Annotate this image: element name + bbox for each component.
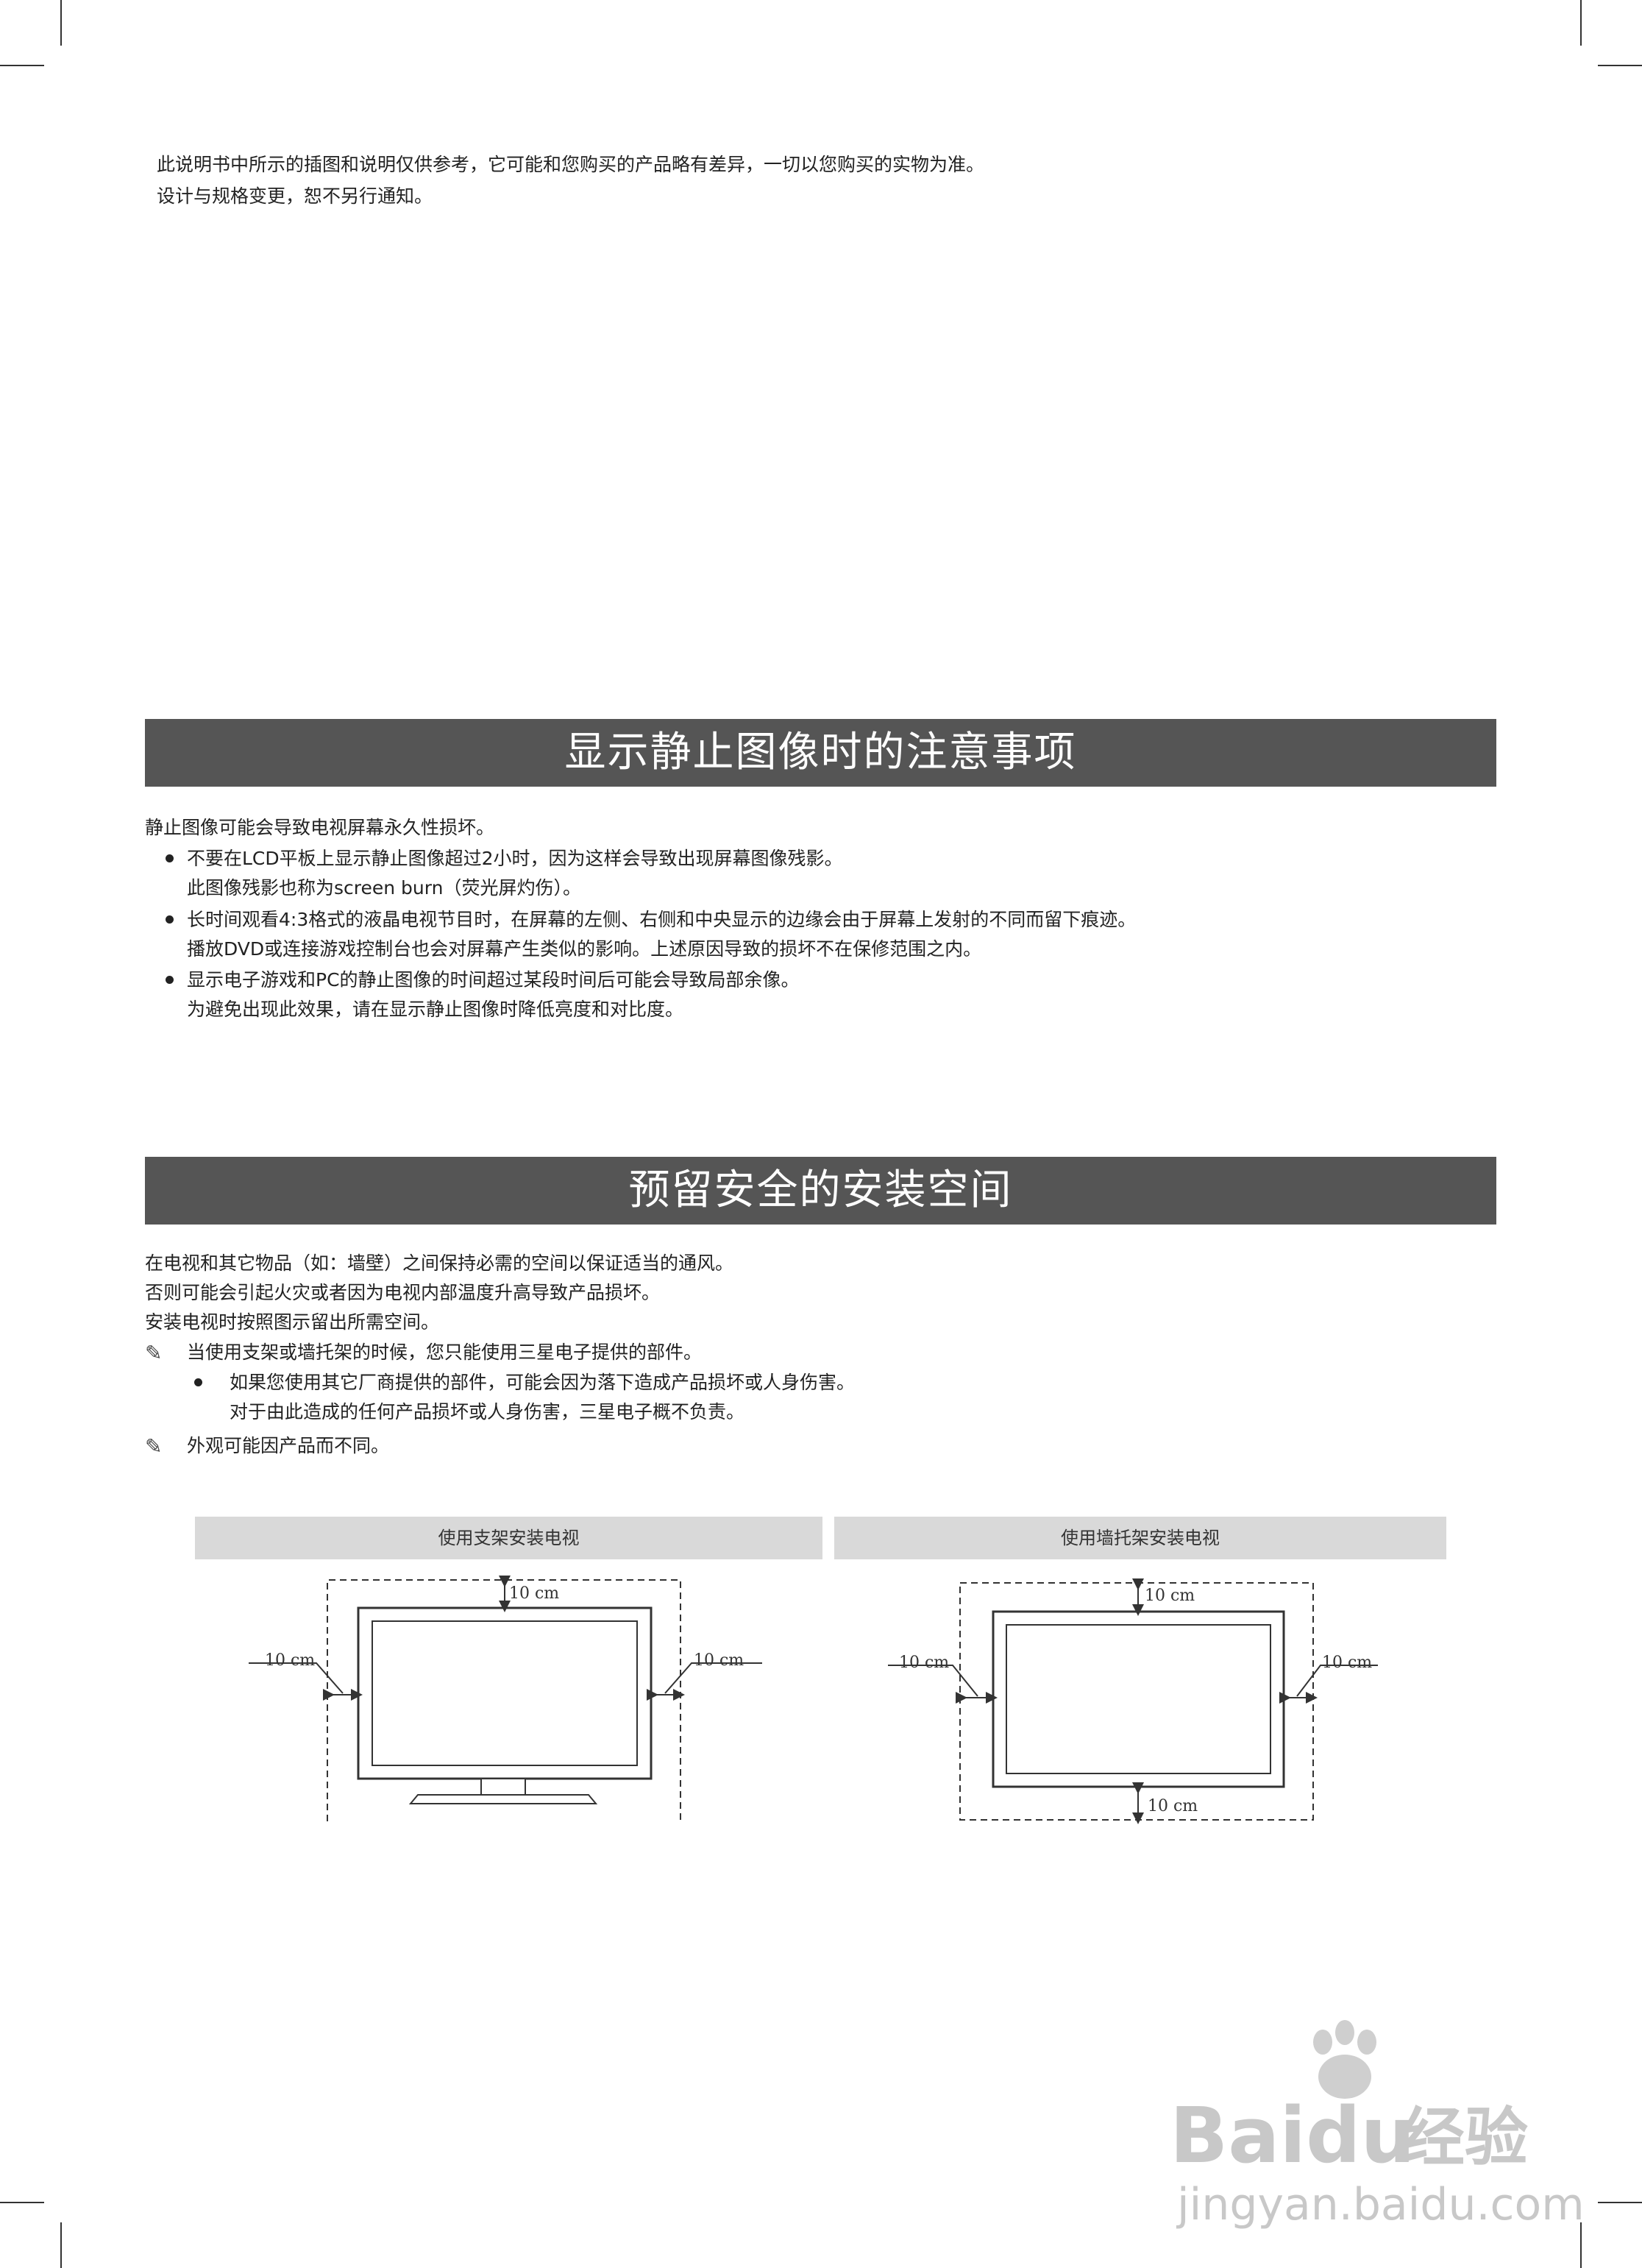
crop-mark <box>60 2222 62 2268</box>
install-sub-bullet-line-1: 如果您使用其它厂商提供的部件，可能会因为落下造成产品损坏或人身伤害。 <box>230 1372 856 1393</box>
install-note-2: 外观可能因产品而不同。 <box>187 1435 390 1456</box>
still-bullet-1-line-1: 不要在LCD平板上显示静止图像超过2小时，因为这样会导致出现屏幕图像残影。 <box>187 848 843 869</box>
crop-mark <box>1580 2222 1582 2268</box>
crop-mark <box>60 0 62 46</box>
figure-caption-wall: 使用墙托架安装电视 <box>834 1517 1446 1559</box>
still-bullet-1-line-2: 此图像残影也称为screen burn（荧光屏灼伤）。 <box>187 877 581 899</box>
watermark-product: 经验 <box>1401 2101 1528 2175</box>
bullet-dot <box>166 976 174 984</box>
crop-mark <box>0 65 44 66</box>
crop-mark <box>1598 2202 1642 2203</box>
still-image-lead: 静止图像可能会导致电视屏幕永久性损坏。 <box>145 817 495 838</box>
install-sub-bullet-line-2: 对于由此造成的任何产品损坏或人身伤害，三星电子概不负责。 <box>230 1401 745 1422</box>
watermark-url: jingyan.baidu.com <box>1177 2179 1585 2230</box>
wall-bottom-label: 10 cm <box>1148 1797 1198 1815</box>
figure-caption-stand: 使用支架安装电视 <box>195 1517 822 1559</box>
tv-stand-base <box>408 1794 598 1804</box>
stand-top-label: 10 cm <box>509 1584 560 1603</box>
wall-left-label: 10 cm <box>899 1654 950 1672</box>
bullet-dot <box>166 915 174 924</box>
right-leader-line <box>664 1662 762 1694</box>
crop-mark <box>1598 65 1642 66</box>
bullet-dot <box>166 854 174 862</box>
wall-mount-diagram <box>888 1578 1378 1824</box>
watermark-brand: Baidu <box>1170 2091 1415 2180</box>
section-title-install-space: 预留安全的安装空间 <box>145 1157 1496 1225</box>
wall-top-label: 10 cm <box>1145 1587 1195 1605</box>
still-bullet-3-line-2: 为避免出现此效果，请在显示静止图像时降低亮度和对比度。 <box>187 999 684 1020</box>
stand-left-label: 10 cm <box>265 1651 316 1670</box>
section-title-still-image: 显示静止图像时的注意事项 <box>145 719 1496 787</box>
right-leader-line <box>1296 1665 1378 1697</box>
crop-mark <box>1580 0 1582 46</box>
tv-stand-neck <box>480 1778 526 1796</box>
crop-mark <box>0 2202 44 2203</box>
tv-screen <box>372 1620 638 1766</box>
install-lead-1: 在电视和其它物品（如：墙壁）之间保持必需的空间以保证适当的通风。 <box>145 1252 734 1274</box>
intro-line-2: 设计与规格变更，恕不另行通知。 <box>157 185 433 207</box>
bullet-dot <box>194 1378 202 1386</box>
left-leader-line <box>249 1662 344 1694</box>
intro-line-1: 此说明书中所示的插图和说明仅供参考，它可能和您购买的产品略有差异，一切以您购买的… <box>157 154 985 175</box>
stand-mount-diagram <box>249 1576 762 1821</box>
stand-right-label: 10 cm <box>694 1651 744 1670</box>
pencil-note-icon: ✎ <box>145 1341 163 1365</box>
install-lead-2: 否则可能会引起火灾或者因为电视内部温度升高导致产品损坏。 <box>145 1282 661 1303</box>
pencil-note-icon: ✎ <box>145 1434 163 1459</box>
still-bullet-2-line-2: 播放DVD或连接游戏控制台也会对屏幕产生类似的影响。上述原因导致的损坏不在保修范… <box>187 938 982 960</box>
paw-logo-icon <box>1313 2020 1376 2099</box>
install-note-1: 当使用支架或墙托架的时候，您只能使用三星电子提供的部件。 <box>187 1342 703 1363</box>
wall-right-label: 10 cm <box>1322 1654 1373 1672</box>
still-bullet-3-line-1: 显示电子游戏和PC的静止图像的时间超过某段时间后可能会导致局部余像。 <box>187 969 800 991</box>
install-lead-3: 安装电视时按照图示留出所需空间。 <box>145 1311 440 1333</box>
tv-screen <box>1006 1624 1271 1774</box>
still-bullet-2-line-1: 长时间观看4:3格式的液晶电视节目时，在屏幕的左侧、右侧和中央显示的边缘会由于屏… <box>187 909 1137 930</box>
left-leader-line <box>888 1665 978 1697</box>
